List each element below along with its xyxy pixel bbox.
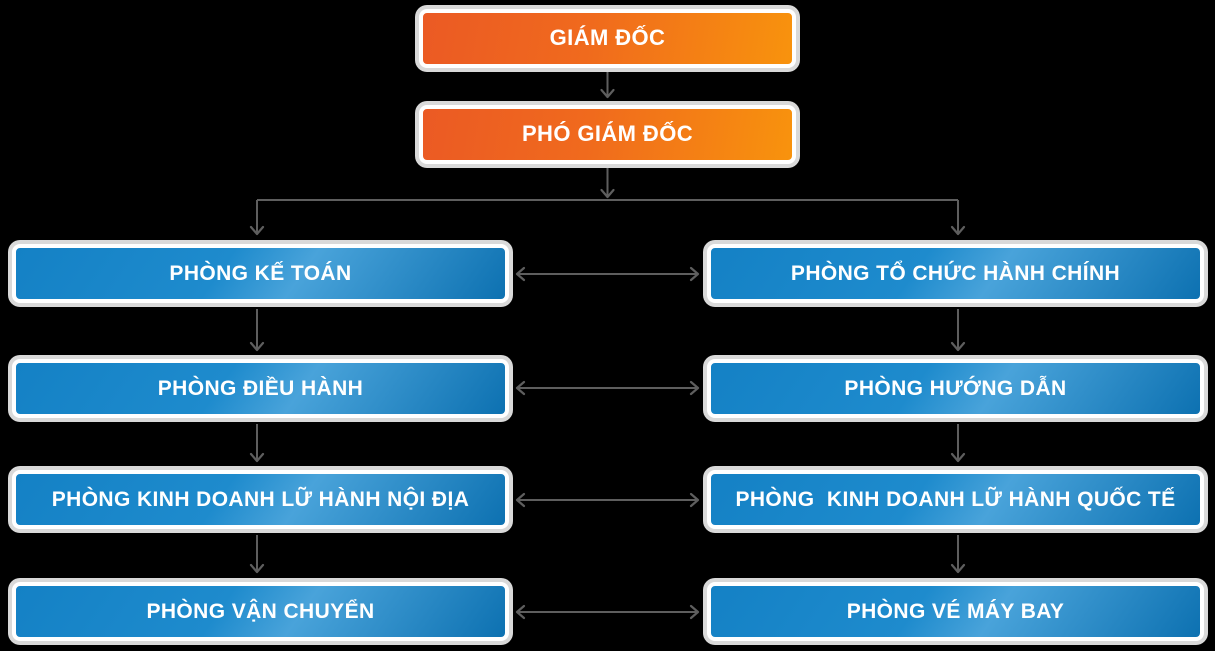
node-director: GIÁM ĐỐC bbox=[415, 5, 800, 72]
node-guide-dept-label: PHÒNG HƯỚNG DẪN bbox=[844, 376, 1067, 400]
node-deputy-director-label: PHÓ GIÁM ĐỐC bbox=[521, 121, 694, 147]
node-director-label: GIÁM ĐỐC bbox=[549, 25, 666, 51]
branch-deputy-to-departments bbox=[249, 168, 966, 236]
node-transport-dept-label: PHÒNG VẬN CHUYỂN bbox=[146, 599, 375, 623]
node-transport-dept: PHÒNG VẬN CHUYỂN bbox=[8, 578, 513, 645]
node-international-travel-dept: PHÒNG KINH DOANH LỮ HÀNH QUỐC TẾ bbox=[703, 466, 1208, 533]
node-admin-organization-dept-label: PHÒNG TỔ CHỨC HÀNH CHÍNH bbox=[790, 261, 1121, 285]
node-admin-organization-dept: PHÒNG TỔ CHỨC HÀNH CHÍNH bbox=[703, 240, 1208, 307]
node-deputy-director-fill: PHÓ GIÁM ĐỐC bbox=[419, 105, 796, 164]
node-operations-dept: PHÒNG ĐIỀU HÀNH bbox=[8, 355, 513, 422]
node-deputy-director: PHÓ GIÁM ĐỐC bbox=[415, 101, 800, 168]
node-air-ticket-dept-label: PHÒNG VÉ MÁY BAY bbox=[846, 599, 1065, 623]
exchange-arrows bbox=[515, 266, 700, 620]
node-domestic-travel-dept-label: PHÒNG KINH DOANH LỮ HÀNH NỘI ĐỊA bbox=[51, 487, 470, 511]
node-director-fill: GIÁM ĐỐC bbox=[419, 9, 796, 68]
node-operations-dept-label: PHÒNG ĐIỀU HÀNH bbox=[157, 376, 364, 400]
node-international-travel-dept-label: PHÒNG KINH DOANH LỮ HÀNH QUỐC TẾ bbox=[735, 487, 1176, 511]
node-domestic-travel-dept: PHÒNG KINH DOANH LỮ HÀNH NỘI ĐỊA bbox=[8, 466, 513, 533]
node-air-ticket-dept: PHÒNG VÉ MÁY BAY bbox=[703, 578, 1208, 645]
node-guide-dept: PHÒNG HƯỚNG DẪN bbox=[703, 355, 1208, 422]
node-accounting-dept-label: PHÒNG KẾ TOÁN bbox=[169, 261, 352, 285]
node-accounting-dept: PHÒNG KẾ TOÁN bbox=[8, 240, 513, 307]
